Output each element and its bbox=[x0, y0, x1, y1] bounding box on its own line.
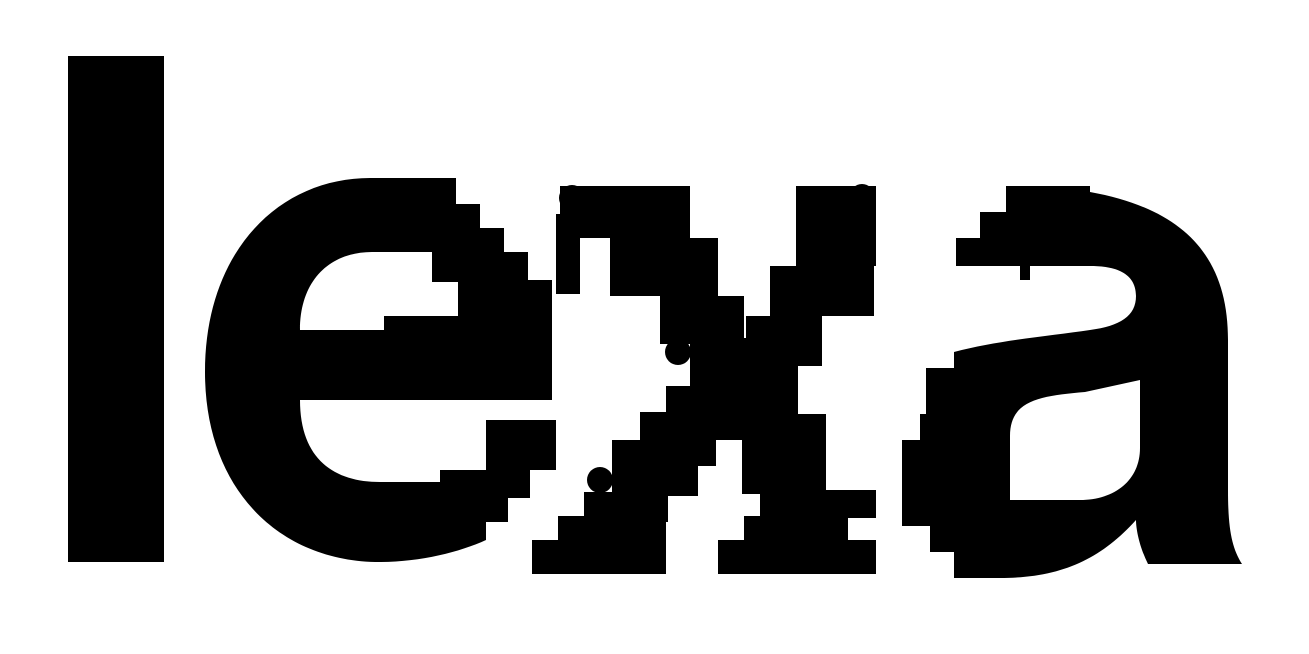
glyph-a bbox=[902, 186, 1242, 578]
glyph-l bbox=[68, 56, 164, 562]
glyph-e-crossbar bbox=[384, 316, 552, 400]
glyph-x bbox=[532, 184, 876, 574]
wordmark-glyphs bbox=[68, 56, 1242, 578]
glyph-e bbox=[205, 178, 556, 562]
